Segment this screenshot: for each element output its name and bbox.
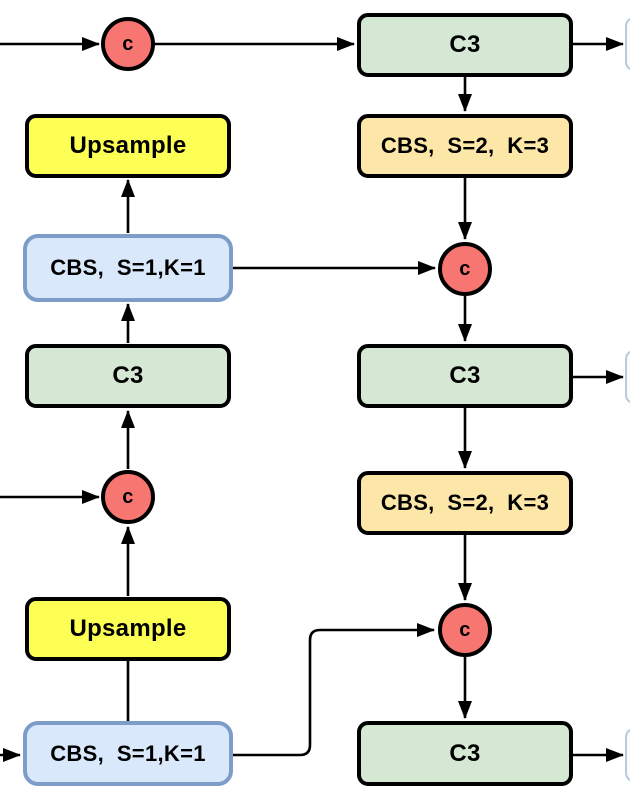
concat-label: c xyxy=(122,33,134,55)
concat-node-bottom-right: c xyxy=(438,603,492,657)
cbs-stride-label: CBS, S=2, K=3 xyxy=(380,490,550,515)
concat-label: c xyxy=(122,486,134,508)
cutoff-node-mid xyxy=(625,350,630,404)
c3-label: C3 xyxy=(449,362,481,389)
c3-node-right-mid: C3 xyxy=(357,344,573,408)
cbs-pointwise-node-bottom: CBS, S=1,K=1 xyxy=(23,721,233,786)
concat-node-top-left: c xyxy=(101,17,155,71)
concat-node-mid-left: c xyxy=(101,470,155,524)
cbs-pointwise-node-top: CBS, S=1,K=1 xyxy=(23,234,233,302)
upsample-label: Upsample xyxy=(69,615,187,642)
c3-label: C3 xyxy=(112,362,144,389)
c3-node-right-top: C3 xyxy=(357,13,573,77)
upsample-label: Upsample xyxy=(69,132,187,159)
upsample-node-bottom: Upsample xyxy=(25,597,231,661)
concat-label: c xyxy=(459,258,471,280)
c3-label: C3 xyxy=(449,739,481,767)
concat-label: c xyxy=(459,619,471,641)
cbs-stride-node-bottom: CBS, S=2, K=3 xyxy=(357,471,573,535)
cbs-pointwise-label: CBS, S=1,K=1 xyxy=(50,740,206,766)
arrow-cbs-pointwise-bottom-to-concat-bottom-right xyxy=(233,623,435,757)
c3-node-right-bottom: C3 xyxy=(357,721,573,786)
cbs-stride-label: CBS, S=2, K=3 xyxy=(380,133,550,158)
c3-label: C3 xyxy=(449,31,481,58)
cbs-pointwise-label: CBS, S=1,K=1 xyxy=(50,255,206,280)
upsample-node-top: Upsample xyxy=(25,114,231,178)
concat-node-mid-right: c xyxy=(438,242,492,296)
c3-node-left-mid: C3 xyxy=(25,344,231,408)
cutoff-node-bottom xyxy=(625,728,630,782)
cutoff-node-top xyxy=(625,17,630,71)
cbs-stride-node-top: CBS, S=2, K=3 xyxy=(357,114,573,178)
